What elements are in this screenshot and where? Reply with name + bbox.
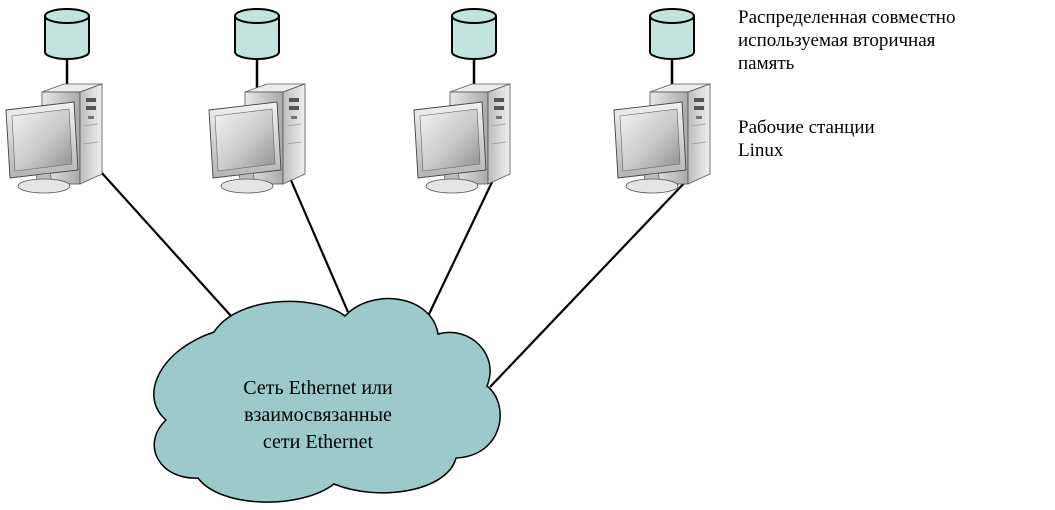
- legend-workstations-line-2: Linux: [738, 140, 784, 161]
- legend-storage-line-2: используемая вторичная: [738, 30, 936, 51]
- legend-storage-line-1: Распределенная совместно: [738, 7, 956, 28]
- database-cylinder-icon: [44, 8, 90, 60]
- link-node-4: [489, 176, 691, 388]
- network-label-line-1: Сеть Ethernet или: [243, 377, 393, 399]
- network-label-line-3: сети Ethernet: [262, 431, 374, 453]
- desktop-computer-icon: [5, 83, 103, 194]
- link-node-2: [288, 177, 350, 313]
- database-cylinder-icon: [451, 8, 497, 60]
- network-cloud-icon: [153, 297, 501, 503]
- link-node-1: [100, 171, 251, 338]
- network-label: Сеть Ethernet или взаимосвязанные сети E…: [200, 375, 436, 456]
- desktop-computer-icon: [208, 83, 306, 194]
- link-node-3: [419, 179, 494, 334]
- legend-workstations-line-1: Рабочие станции: [738, 117, 875, 138]
- network-label-line-2: взаимосвязанные: [244, 404, 392, 426]
- network-links: [100, 171, 691, 388]
- legend-workstations: Рабочие станции Linux: [738, 116, 875, 162]
- desktop-computer-icon: [613, 83, 711, 194]
- legend-storage-line-3: память: [738, 53, 795, 74]
- database-cylinder-icon: [234, 8, 280, 60]
- database-cylinder-icon: [649, 8, 695, 60]
- storage-connectors: [65, 58, 674, 88]
- desktop-computer-icon: [413, 83, 511, 194]
- legend-storage: Распределенная совместно используемая вт…: [738, 6, 955, 75]
